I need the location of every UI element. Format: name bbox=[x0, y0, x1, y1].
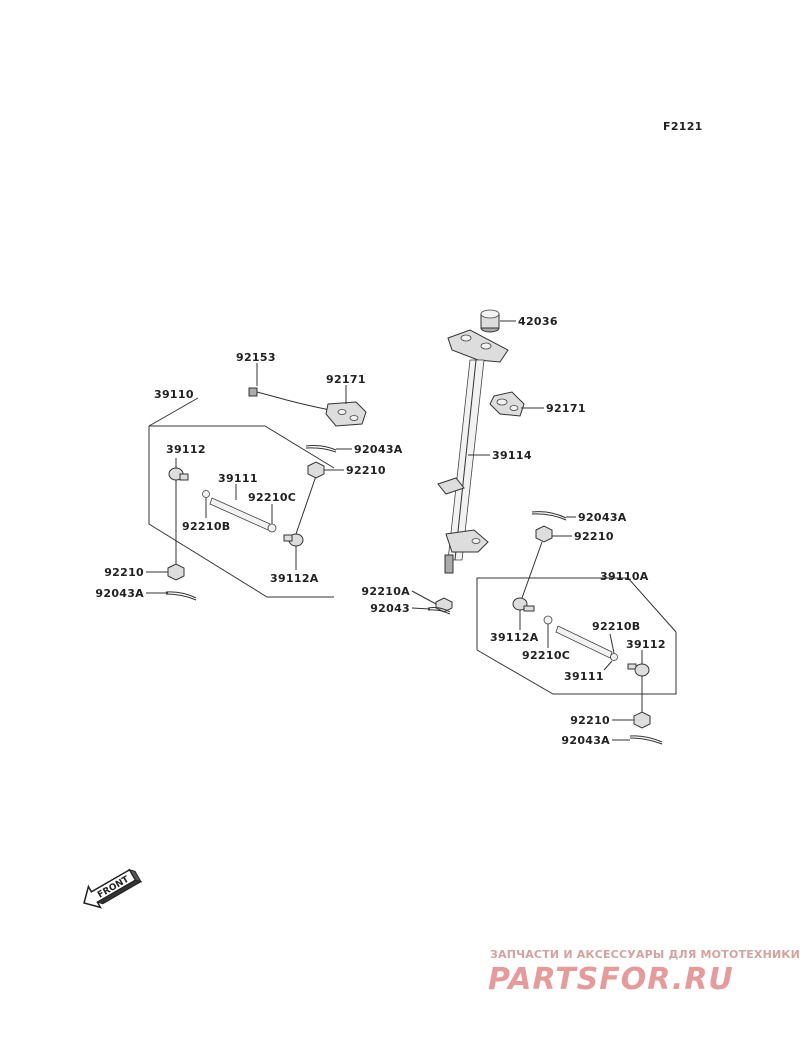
handlebar-holder-right-drawing bbox=[489, 391, 525, 417]
figure-code: F2121 bbox=[663, 120, 703, 133]
stem-cotter-part bbox=[427, 607, 451, 615]
label-39112-left: 39112 bbox=[166, 443, 206, 456]
label-39111-left: 39111 bbox=[218, 472, 258, 485]
label-92043A-bottom-left: 92043A bbox=[95, 587, 144, 600]
tie-rod-left-drawing bbox=[209, 497, 271, 531]
nut-top-left-part bbox=[307, 461, 325, 479]
tie-rod-end-left-inner-drawing bbox=[283, 475, 317, 547]
bushing-part bbox=[480, 309, 500, 333]
nut-left-c-part bbox=[267, 523, 277, 533]
cotter-bottom-right-part bbox=[629, 735, 663, 745]
tie-rod-end-left-outer-drawing bbox=[168, 467, 189, 566]
clamp-bolt-drawing bbox=[248, 387, 273, 397]
label-92210C-right: 92210C bbox=[522, 649, 570, 662]
label-92210-top-right: 92210 bbox=[574, 530, 614, 543]
label-92153: 92153 bbox=[236, 351, 276, 364]
stem-top-plate bbox=[447, 329, 509, 363]
cotter-bottom-left-part bbox=[165, 591, 197, 601]
label-92043: 92043 bbox=[370, 602, 410, 615]
stem-bottom bbox=[444, 554, 454, 574]
label-92210B-left: 92210B bbox=[182, 520, 230, 533]
nut-left-b-part bbox=[202, 490, 210, 498]
label-92210A: 92210A bbox=[361, 585, 410, 598]
stem-shaft bbox=[447, 359, 485, 561]
label-92043A-bottom-right: 92043A bbox=[561, 734, 610, 747]
watermark-subtitle: ЗАПЧАСТИ И АКСЕССУАРЫ ДЛЯ МОТОТЕХНИКИ bbox=[490, 948, 800, 961]
nut-bottom-right-part bbox=[633, 711, 651, 729]
label-92210-top-left: 92210 bbox=[346, 464, 386, 477]
handlebar-holder-left-drawing bbox=[271, 395, 367, 427]
nut-bottom-left-part bbox=[167, 563, 185, 581]
label-92171-right: 92171 bbox=[546, 402, 586, 415]
label-39112A-right: 39112A bbox=[490, 631, 539, 644]
tie-rod-left-box bbox=[148, 397, 335, 598]
cotter-top-left-part bbox=[305, 445, 337, 453]
tie-rod-end-right-inner-drawing bbox=[512, 541, 543, 612]
label-92210-bottom-left: 92210 bbox=[104, 566, 144, 579]
label-42036: 42036 bbox=[518, 315, 558, 328]
label-39111-right: 39111 bbox=[564, 670, 604, 683]
label-39114: 39114 bbox=[492, 449, 532, 462]
stem-mid-bracket bbox=[437, 477, 465, 495]
label-39112-right: 39112 bbox=[626, 638, 666, 651]
label-92043A-top-left: 92043A bbox=[354, 443, 403, 456]
label-92171-left: 92171 bbox=[326, 373, 366, 386]
tie-rod-right-drawing bbox=[555, 625, 613, 659]
label-39112A-left: 39112A bbox=[270, 572, 319, 585]
watermark-brand: PARTSFOR.RU bbox=[488, 962, 734, 997]
nut-right-b-part bbox=[610, 653, 618, 661]
nut-right-c-part bbox=[543, 615, 553, 625]
label-39110A: 39110A bbox=[600, 570, 649, 583]
steering-stem-drawing bbox=[427, 309, 509, 615]
tie-rod-end-right-outer-drawing bbox=[627, 663, 650, 712]
label-92043A-top-right: 92043A bbox=[578, 511, 627, 524]
front-arrow-icon: FRONT bbox=[83, 868, 143, 909]
label-39110: 39110 bbox=[154, 388, 194, 401]
label-92210C-left: 92210C bbox=[248, 491, 296, 504]
leader-lines bbox=[146, 320, 643, 741]
label-92210-bottom-right: 92210 bbox=[570, 714, 610, 727]
label-92210B-right: 92210B bbox=[592, 620, 640, 633]
tie-rod-right-box bbox=[476, 577, 677, 695]
stem-lower-arm bbox=[445, 529, 489, 553]
cotter-top-right-part bbox=[531, 511, 567, 521]
nut-top-right-part bbox=[535, 525, 553, 543]
